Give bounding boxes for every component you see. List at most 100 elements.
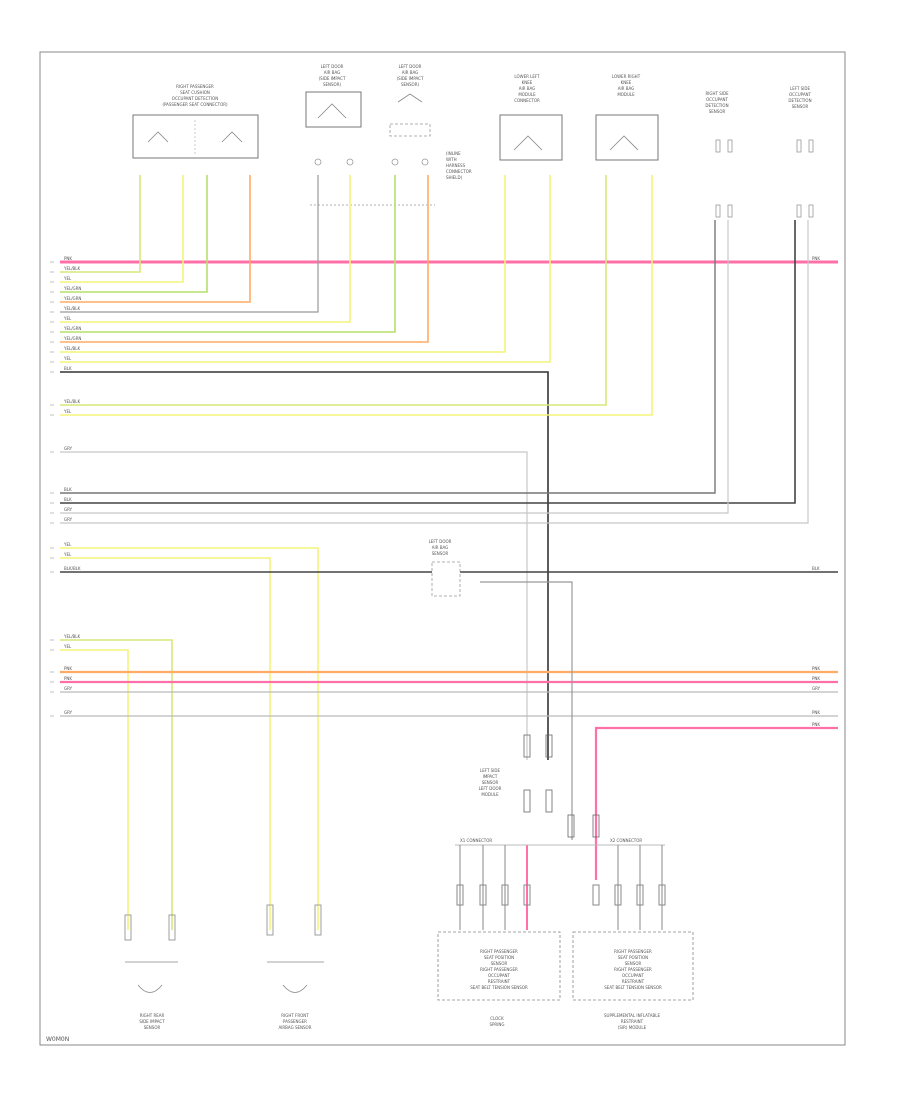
lower-left-knee-module: LOWER LEFT KNEE AIR BAG MODULE CONNECTOR [499,74,563,161]
clock-spring-label-2: SPRING [489,1022,504,1027]
right-front-sensor-label-3: AIRBAG SENSOR [278,1025,311,1030]
sdm-b-line-4: RIGHT PASSENGER [614,967,652,972]
wire-label-15: GRY [64,446,73,451]
wire-bus [60,175,838,930]
rp-occupant-sensor-label-2: SEAT CUSHION [180,90,210,95]
lower-right-knee-label-1: LOWER RIGHT [612,74,641,79]
top-connector-pins [310,139,814,218]
rp-occupant-sensor-label-3: OCCUPANT DETECTION [172,96,218,101]
splice-note-4: CONNECTOR [446,169,472,174]
lf-door-module-b-label-2: AIR BAG [402,70,418,75]
sdm-connector-a: X1 CONNECTOR RIGHT PASSENGER SEAT POSITI… [437,838,561,1001]
right-rear-sensor-symbol [137,984,163,993]
lf-door-module-box [305,91,362,128]
wire-label-4: YEL/GRN [63,286,81,291]
wire-label-22: BLK/BLK [64,566,81,571]
splice-note-1: (INLINE [446,151,461,156]
rp-occupant-sensor-symbol-1 [147,131,169,143]
rp-occupant-sensor: RIGHT PASSENGER SEAT CUSHION OCCUPANT DE… [132,84,259,159]
wire-7 [60,175,351,323]
rp-occupant-sensor-label-1: RIGHT PASSENGER [176,84,214,89]
lf-door-module-b-label-4: SENSOR) [401,82,420,87]
right-rear-sensor-label-1: RIGHT REAR [140,1013,165,1018]
wire-label-r6: PNK [812,710,820,715]
wire-label-2: YEL/BLK [63,266,81,271]
diagram-frame [39,51,846,1046]
lower-left-knee-box [499,114,563,161]
wire-10 [60,175,506,353]
wire-label-26: PNK [64,676,72,681]
wire-label-9: YEL/GRN [63,336,81,341]
right-front-sensor-pins [266,904,324,963]
wire-14 [60,175,653,416]
wire-8 [60,175,396,333]
wire-label-11: YEL [63,356,72,361]
wire-15 [60,451,528,760]
sdm-b-line-7: SEAT BELT TENSION SENSOR [604,985,662,990]
left-door-sensor-mid-box [431,561,461,597]
wire-label-r5: GRY [812,686,821,691]
left-side-sensor-label-1: LEFT SIDE [790,86,811,91]
right-rear-sensor-label-2: SIDE IMPACT [139,1019,165,1024]
wire-label-19: GRY [64,517,73,522]
sdm-b-box [572,931,694,1001]
right-side-sensor-label-3: DETECTION [705,103,728,108]
lf-door-module-label-2: AIR BAG [324,70,340,75]
wire-13 [60,175,607,406]
right-side-sensor: RIGHT SIDE OCCUPANT DETECTION SENSOR [705,91,729,114]
left-side-sensor-label-4: SENSOR [792,104,809,109]
wire-label-r4: PNK [812,676,820,681]
wire-label-16: BLK [64,487,72,492]
lf-door-module: LEFT DOOR AIR BAG (SIDE IMPACT SENSOR) [305,64,362,128]
lower-left-knee-symbol [513,135,543,151]
wire-label-r7: PNK [812,722,820,727]
wire-label-13: YEL/BLK [63,399,81,404]
lf-door-module-b-symbol [397,93,423,103]
supplemental-module-label-2: RESTRAINT [621,1019,644,1024]
sdm-a-line-4: RIGHT PASSENGER [480,967,518,972]
sdm-b-line-2: SEAT POSITION [618,955,648,960]
left-pin-ticks [50,261,54,717]
lower-left-knee-label-1: LOWER LEFT [514,74,540,79]
right-front-sensor-label-1: RIGHT FRONT [281,1013,309,1018]
lower-left-knee-label-5: CONNECTOR [514,98,540,103]
lower-right-knee-label-4: MODULE [617,92,635,97]
wire-6 [60,175,319,313]
left-module-sensor-label-3: SENSOR [482,780,499,785]
sdm-a-line-6: RESTRAINT [488,979,511,984]
lf-door-module-b-label-3: (SIDE IMPACT [397,76,424,81]
sdm-a-line-5: OCCUPANT [488,973,511,978]
wire-pnk-drop [594,726,838,880]
splice-note: (INLINE WITH HARNESS CONNECTOR SHIELD) [446,151,472,180]
sdm-b-line-1: RIGHT PASSENGER [614,949,652,954]
supplemental-module-label-1: SUPPLEMENTAL INFLATABLE [604,1013,660,1018]
wire-17 [60,220,796,504]
wire-label-28: GRY [64,710,73,715]
lower-left-knee-label-3: AIR BAG [519,86,535,91]
supplemental-module-label-3: (SIR) MODULE [618,1025,647,1030]
left-module-sensor-label-1: LEFT SIDE [480,768,501,773]
left-door-sensor-mid-label-1: LEFT DOOR [429,539,452,544]
wire-label-6: YEL/BLK [63,306,81,311]
clock-spring: CLOCK SPRING [489,1016,504,1027]
lower-right-knee-symbol [609,135,639,151]
wire-gray-drop [480,581,573,840]
right-side-sensor-label-2: OCCUPANT [706,97,729,102]
wire-label-24: YEL [63,644,72,649]
wire-16 [60,220,716,494]
wire-2 [60,175,141,273]
sdm-a-line-3: SENSOR [491,961,508,966]
wire-label-8: YEL/GRN [63,326,81,331]
rp-occupant-sensor-box [132,114,259,159]
splice-note-3: HARNESS [446,163,466,168]
sdm-b-header: X2 CONNECTOR [610,838,642,843]
lf-door-module-label-4: SENSOR) [323,82,342,87]
left-side-sensor-label-3: DETECTION [788,98,811,103]
right-front-sensor-label-2: PASSENGER [283,1019,307,1024]
sdm-b-line-5: OCCUPANT [622,973,645,978]
sdm-a-pins [456,845,531,930]
supplemental-module: SUPPLEMENTAL INFLATABLE RESTRAINT (SIR) … [604,1013,660,1030]
wire-21 [60,557,271,930]
lower-right-knee-label-2: KNEE [621,80,632,85]
